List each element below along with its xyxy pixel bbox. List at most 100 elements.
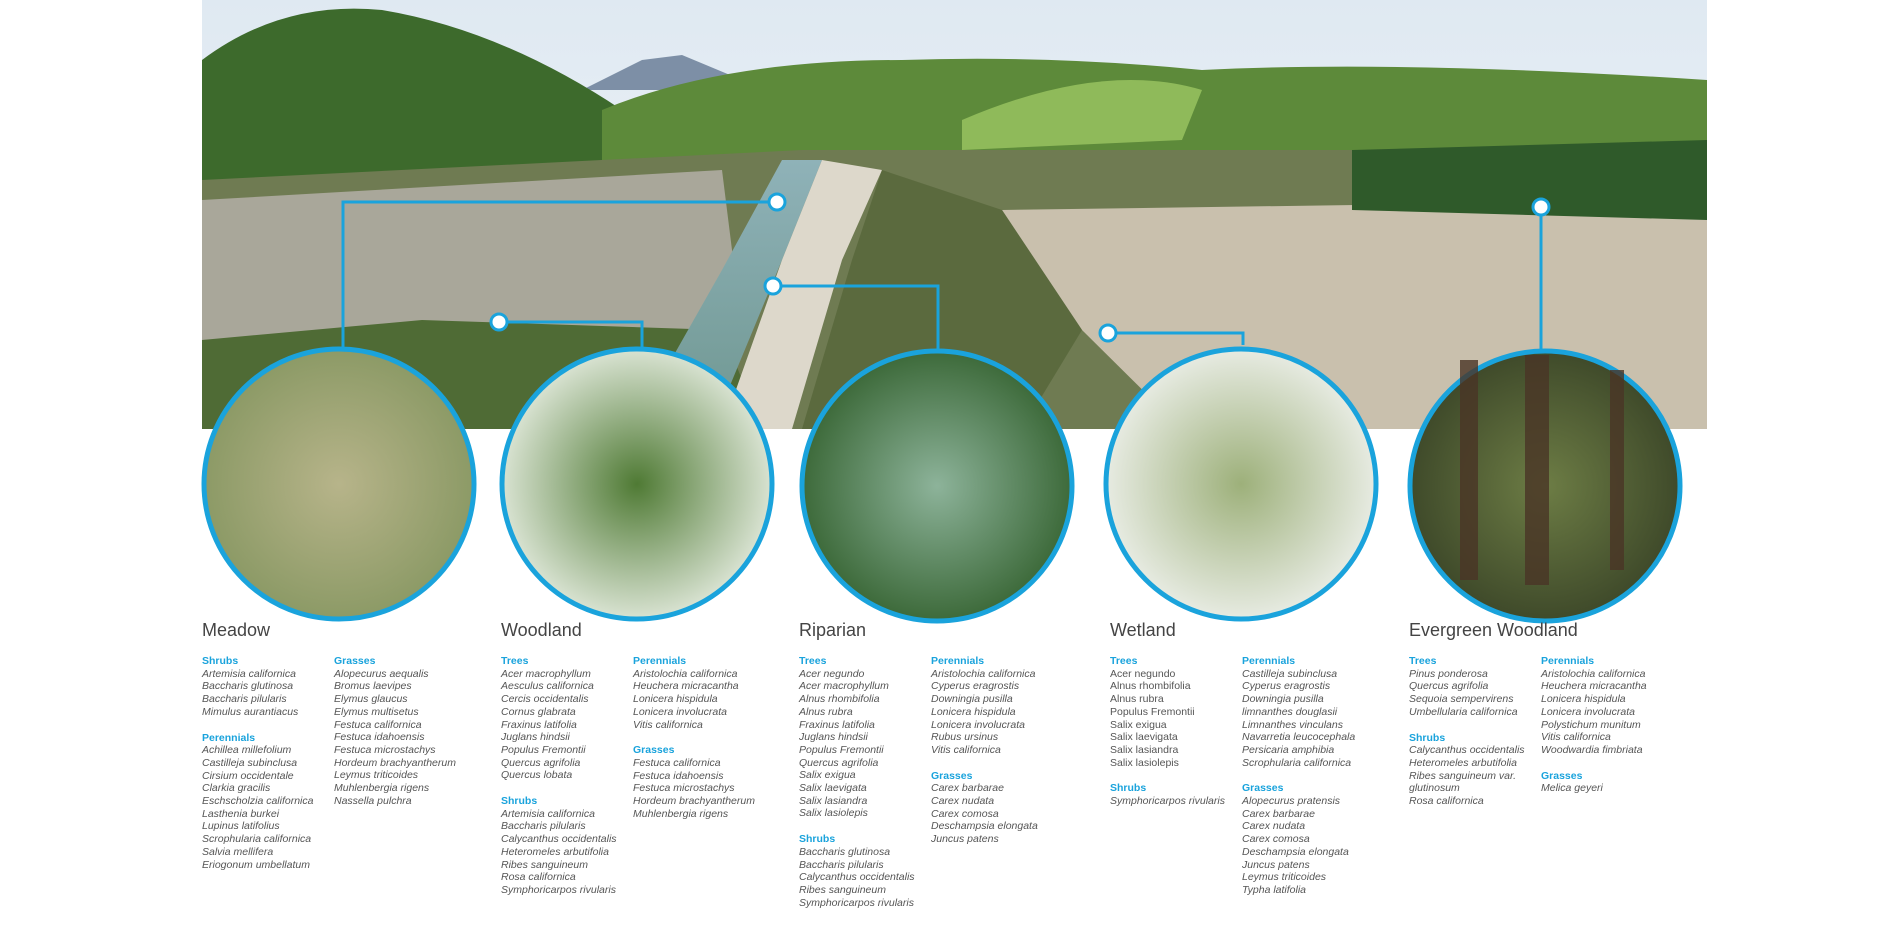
plant-species: Castilleja subinclusa	[1242, 667, 1338, 680]
plant-species: Cirsium occidentale	[202, 769, 294, 782]
plant-species: Acer macrophyllum	[799, 680, 889, 693]
plant-species: Cyperus eragrostis	[1242, 680, 1331, 693]
plant-species: Rosa californica	[501, 871, 576, 884]
plant-species: Bromus laevipes	[334, 680, 412, 693]
plant-species: Fraxinus latifolia	[501, 718, 577, 731]
habitat-title: Wetland	[1110, 620, 1176, 640]
plant-species: Muhlenbergia rigens	[334, 782, 430, 795]
plant-species: Salix exigua	[799, 769, 856, 782]
plant-species: Carex nudata	[931, 795, 995, 808]
plant-species: Lupinus latifolius	[202, 820, 280, 833]
plant-group-label: Shrubs	[202, 655, 239, 667]
plant-species: Lonicera involucrata	[931, 718, 1025, 731]
plant-species: Ribes sanguineum	[501, 858, 588, 871]
plant-species: Woodwardia fimbriata	[1541, 743, 1643, 756]
plant-species: Quercus lobata	[501, 769, 573, 782]
plant-group-label: Grasses	[334, 655, 376, 667]
plant-group-label: Trees	[501, 655, 529, 667]
plant-species: Leymus triticoides	[334, 769, 419, 782]
habitat-title: Riparian	[799, 620, 867, 640]
plant-species: Lonicera hispidula	[931, 705, 1016, 718]
plant-species: Juglans hindsii	[799, 731, 868, 744]
plant-group-label: Perennials	[202, 731, 256, 744]
plant-species: Acer negundo	[799, 667, 865, 680]
plant-species: Elymus multisetus	[334, 705, 419, 718]
plant-species: Baccharis pilularis	[799, 858, 884, 871]
plant-species: Umbellularia californica	[1409, 705, 1518, 718]
plant-group-label: Perennials	[1242, 655, 1296, 667]
plant-species: Alnus rhombifolia	[799, 693, 880, 706]
plant-species: Aristolochia californica	[633, 667, 738, 680]
plant-species: Alnus rubra	[1110, 693, 1164, 706]
plant-species: Calycanthus occidentalis	[1409, 744, 1525, 757]
plant-species: Carex comosa	[1242, 833, 1310, 846]
plant-group-label: Grasses	[1242, 782, 1284, 795]
plant-species: Festuca microstachys	[334, 743, 436, 756]
plant-species: Calycanthus occidentalis	[799, 871, 915, 884]
plant-species: Ribes sanguineum var.	[1409, 769, 1516, 782]
plant-species: Ribes sanguineum	[799, 883, 886, 896]
plant-group-label: Perennials	[633, 655, 687, 667]
plant-species: Salix laevigata	[799, 782, 867, 795]
plant-species: Salix exigua	[1110, 718, 1167, 731]
plant-species: Vitis californica	[633, 718, 703, 731]
plant-species: Calycanthus occidentalis	[501, 833, 617, 846]
plant-species: Vitis californica	[1541, 731, 1611, 744]
plant-group-label: Grasses	[633, 744, 675, 757]
plant-species: Castilleja subinclusa	[202, 756, 298, 769]
plant-species: Achillea millefolium	[202, 744, 292, 757]
plant-species: Lonicera hispidula	[633, 693, 718, 706]
plant-species: Salvia mellifera	[202, 845, 274, 858]
plant-species: limnanthes douglasii	[1242, 705, 1338, 718]
plant-group-label: Perennials	[931, 655, 985, 667]
plant-group-label: Trees	[1110, 655, 1138, 667]
plant-species: Alnus rubra	[799, 705, 853, 718]
plant-species: Juncus patens	[931, 833, 999, 846]
plant-species: Downingia pusilla	[1242, 693, 1324, 706]
plant-species: Vitis californica	[931, 743, 1001, 756]
plant-species: Rosa californica	[1409, 795, 1484, 808]
plant-species: Mimulus aurantiacus	[202, 705, 299, 718]
plant-species: Downingia pusilla	[931, 693, 1013, 706]
plant-species: Elymus glaucus	[334, 693, 408, 706]
plant-species: Salix lasiandra	[799, 794, 868, 807]
plant-species: Juncus patens	[1242, 858, 1310, 871]
plant-species: Fraxinus latifolia	[799, 718, 875, 731]
plant-species: Baccharis pilularis	[202, 693, 287, 706]
plant-species: Baccharis glutinosa	[202, 680, 294, 693]
plant-species: Juglans hindsii	[501, 731, 570, 744]
plant-species: Polystichum munitum	[1541, 718, 1641, 731]
plant-species: Symphoricarpos rivularis	[1110, 795, 1225, 808]
plant-species: Salix lasiolepis	[799, 807, 868, 820]
plant-species: Cercis occidentalis	[501, 693, 589, 706]
plant-species: Navarretia leucocephala	[1242, 731, 1356, 744]
plant-species: Quercus agrifolia	[799, 756, 879, 769]
plant-group-label: Perennials	[1541, 655, 1595, 667]
plant-species: Aesculus californica	[501, 680, 594, 693]
plant-species: Deschampsia elongata	[1242, 845, 1349, 858]
plant-species: Quercus agrifolia	[1409, 680, 1489, 693]
plant-species: Festuca californica	[633, 756, 721, 769]
plant-species: Sequoia sempervirens	[1409, 693, 1514, 706]
plant-species: Festuca idahoensis	[334, 731, 425, 744]
habitat-title: Evergreen Woodland	[1409, 620, 1578, 640]
plant-group-label: Shrubs	[1409, 731, 1446, 744]
plant-species: Persicaria amphibia	[1242, 743, 1335, 756]
